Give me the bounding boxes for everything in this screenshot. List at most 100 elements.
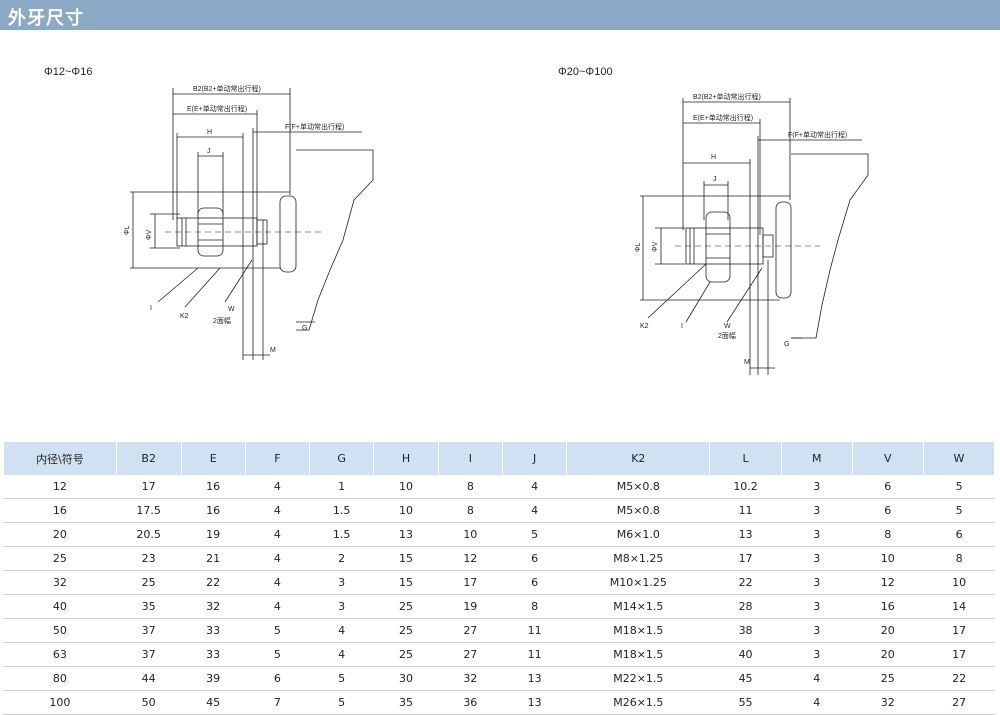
table-cell: 22 <box>709 570 782 595</box>
column-header: K2 <box>566 442 711 475</box>
table-cell: 6 <box>851 498 924 523</box>
table-cell: 8 <box>922 546 995 571</box>
column-header: M <box>780 442 853 475</box>
label-w-note: 2面幅 <box>718 331 736 340</box>
table-cell: 4 <box>308 618 374 643</box>
label-g: G <box>302 325 307 332</box>
table-cell: 4 <box>244 498 310 523</box>
table-cell: 5 <box>244 618 310 643</box>
table-cell: M18×1.5 <box>566 642 710 667</box>
table-cell: 11 <box>501 618 567 643</box>
table-cell: 55 <box>709 690 782 715</box>
table-cell: 10 <box>437 522 503 547</box>
table-cell: 17 <box>922 642 995 667</box>
table-cell: 3 <box>780 522 853 547</box>
column-header: G <box>308 442 375 475</box>
table-cell: M22×1.5 <box>566 666 710 691</box>
table-cell: M18×1.5 <box>566 618 710 643</box>
label-w: W <box>228 306 235 313</box>
table-cell: 63 <box>3 642 117 667</box>
table-cell: 5 <box>922 475 995 499</box>
table-cell: 16 <box>3 498 117 523</box>
table-cell: 15 <box>373 546 439 571</box>
table-cell: 17 <box>115 475 182 499</box>
label-k2: K2 <box>640 323 649 330</box>
label-e: E(E+单动常出行程) <box>187 104 247 113</box>
diagram-range-label: Φ12~Φ16 <box>44 66 92 78</box>
table-cell: 16 <box>180 498 246 523</box>
table-cell: 6 <box>244 666 310 691</box>
table-cell: 5 <box>244 642 310 667</box>
table-cell: 32 <box>180 594 246 619</box>
table-cell: 10.2 <box>709 475 782 499</box>
column-header: J <box>501 442 568 475</box>
column-header: 内径\符号 <box>3 442 117 475</box>
table-cell: 4 <box>501 475 567 499</box>
table-cell: 11 <box>501 642 567 667</box>
diagram-range-label: Φ20~Φ100 <box>558 66 613 78</box>
label-f: F(F+单动常出行程) <box>788 130 847 139</box>
column-header: H <box>373 442 439 475</box>
diagram-small-bore: Φ12~Φ16 <box>44 66 374 360</box>
table-cell: 1.5 <box>308 522 374 547</box>
table-cell: 27 <box>437 642 503 667</box>
table-cell: 17.5 <box>115 498 182 523</box>
column-header: F <box>244 442 310 475</box>
table-cell: 25 <box>3 546 117 571</box>
column-header: B2 <box>115 442 182 475</box>
label-m: M <box>270 347 276 354</box>
table-cell: 6 <box>501 570 567 595</box>
label-i: I <box>150 305 152 312</box>
table-cell: 22 <box>180 570 246 595</box>
table-cell: 3 <box>780 570 853 595</box>
table-cell: 3 <box>308 570 374 595</box>
table-cell: 25 <box>851 666 924 691</box>
label-j: J <box>207 148 211 155</box>
table-cell: 12 <box>851 570 924 595</box>
table-cell: 4 <box>308 642 374 667</box>
table-cell: 3 <box>780 498 853 523</box>
table-cell: 38 <box>709 618 782 643</box>
table-cell: 5 <box>308 690 374 715</box>
table-cell: 4 <box>780 690 853 715</box>
table-cell: 17 <box>709 546 782 571</box>
table-cell: 30 <box>373 666 439 691</box>
table-cell: 7 <box>244 690 310 715</box>
table-cell: 40 <box>3 594 117 619</box>
table-cell: 37 <box>115 642 182 667</box>
table-cell: 10 <box>922 570 995 595</box>
table-cell: 12 <box>3 475 117 499</box>
table-cell: 16 <box>180 475 246 499</box>
label-b2: B2(B2+单动常出行程) <box>193 84 261 93</box>
table-cell: 19 <box>437 594 503 619</box>
table-cell: 3 <box>308 594 374 619</box>
table-cell: 22 <box>922 666 995 691</box>
table-cell: 3 <box>780 546 853 571</box>
table-cell: 10 <box>373 498 439 523</box>
table-cell: 8 <box>501 594 567 619</box>
label-v: ΦV <box>146 229 153 240</box>
table-cell: 45 <box>709 666 782 691</box>
label-g: G <box>784 341 789 348</box>
table-cell: 45 <box>180 690 246 715</box>
column-header: W <box>922 442 996 475</box>
table-cell: 25 <box>373 618 439 643</box>
table-cell: 32 <box>437 666 503 691</box>
table-cell: 37 <box>115 618 182 643</box>
table-cell: 4 <box>244 475 310 499</box>
table-cell: 6 <box>922 522 995 547</box>
table-cell: 12 <box>437 546 503 571</box>
table-cell: 27 <box>922 690 995 715</box>
table-cell: M5×0.8 <box>566 498 710 523</box>
table-cell: M5×0.8 <box>566 475 710 499</box>
label-b2: B2(B2+单动常出行程) <box>693 92 761 101</box>
label-l: ΦL <box>635 242 642 252</box>
table-cell: 5 <box>308 666 374 691</box>
table-cell: 8 <box>437 475 503 499</box>
